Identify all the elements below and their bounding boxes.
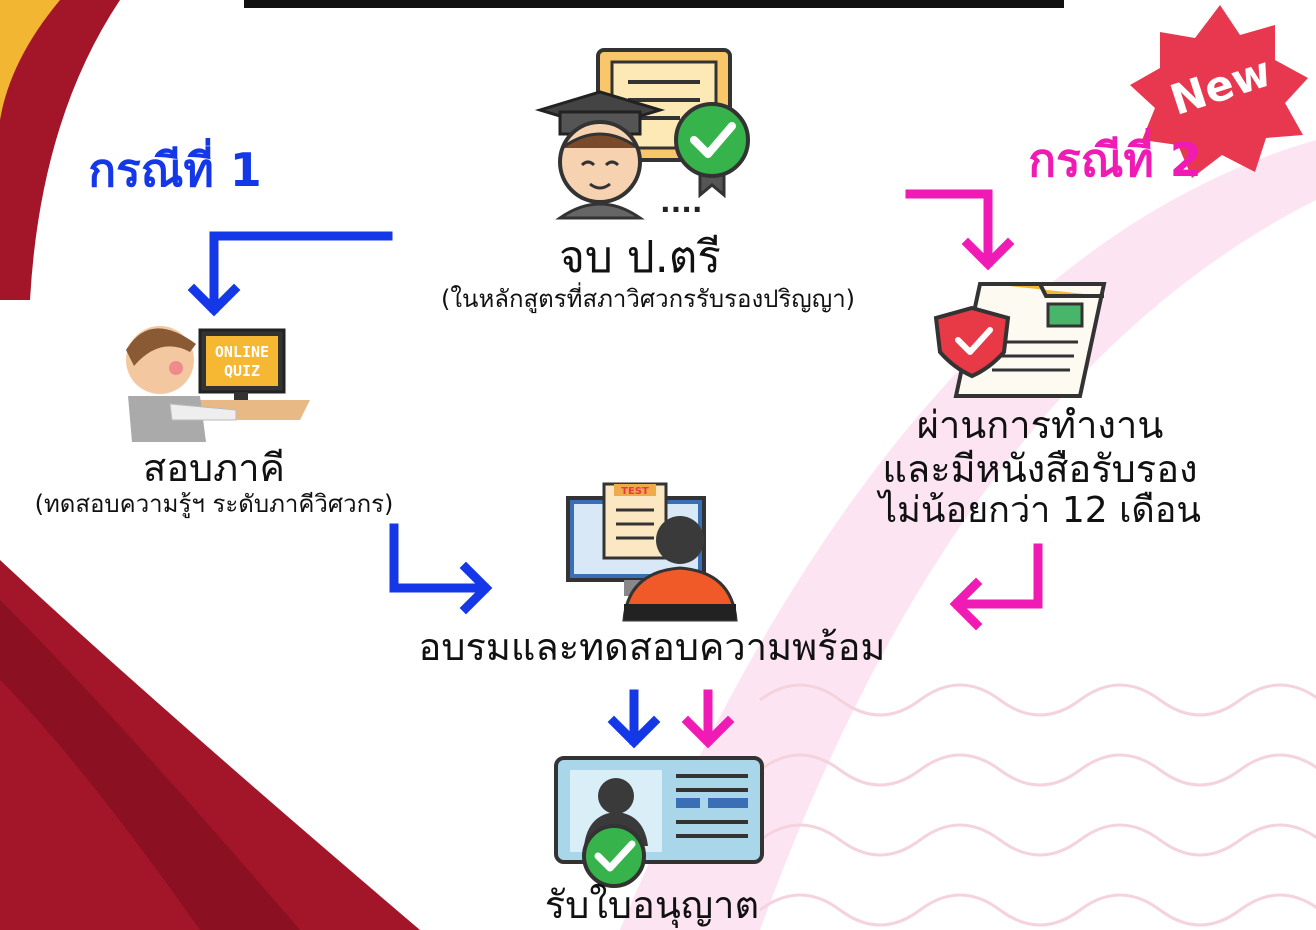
online-quiz-icon: ONLINE QUIZ <box>126 326 310 442</box>
license-check-icon <box>582 824 646 888</box>
case1-arrow-to-exam <box>187 231 393 317</box>
license-title: รับใบอนุญาต <box>545 883 759 928</box>
clipboard-test-text: TEST <box>621 486 649 497</box>
graduate-dots: .... <box>660 186 703 219</box>
quiz-screen-text-2: QUIZ <box>224 362 260 380</box>
case1-arrow-to-license <box>607 689 661 749</box>
case2-label: กรณีที่ 2 <box>1028 128 1202 187</box>
training-test-icon: TEST <box>566 482 738 622</box>
quiz-screen-text-1: ONLINE <box>215 343 269 361</box>
top-left-gold-swoosh <box>0 0 60 120</box>
shield-icon <box>933 305 1011 379</box>
license-card-icon <box>554 756 764 888</box>
graduate-subtitle: (ในหลักสูตรที่สภาวิศวกรรับรองปริญญา) <box>441 282 855 314</box>
case2-arrow-to-license <box>681 689 735 749</box>
top-left-maroon-swoosh <box>0 0 120 300</box>
training-title: อบรมและทดสอบความพร้อม <box>419 625 886 669</box>
case1-label: กรณีที่ 1 <box>88 138 262 197</box>
case2-arrow-to-training <box>949 543 1043 631</box>
exam-subtitle: (ทดสอบความรู้ฯ ระดับภาคีวิศวกร) <box>35 490 394 519</box>
work-line1: ผ่านการทำงาน <box>917 403 1164 447</box>
graduate-certificate-icon <box>534 48 750 220</box>
check-badge-icon <box>674 102 750 178</box>
pink-diagonal-band <box>620 140 1316 930</box>
graduate-title: จบ ป.ตรี <box>559 232 721 283</box>
work-line2: และมีหนังสือรับรอง <box>882 447 1197 491</box>
bottom-left-maroon-swoosh <box>0 560 420 930</box>
wavy-lines <box>759 683 1316 927</box>
new-badge: New <box>1130 5 1308 178</box>
bottom-left-dark-swoosh <box>0 600 300 930</box>
work-certificate-icon <box>933 282 1107 398</box>
exam-title: สอบภาคี <box>143 446 285 490</box>
case2-arrow-to-work <box>905 189 1015 271</box>
starburst-icon <box>1130 5 1308 178</box>
case1-arrow-to-training <box>389 523 493 615</box>
top-title-bar <box>244 0 1064 8</box>
work-line3: ไม่น้อยกว่า 12 เดือน <box>876 489 1201 531</box>
